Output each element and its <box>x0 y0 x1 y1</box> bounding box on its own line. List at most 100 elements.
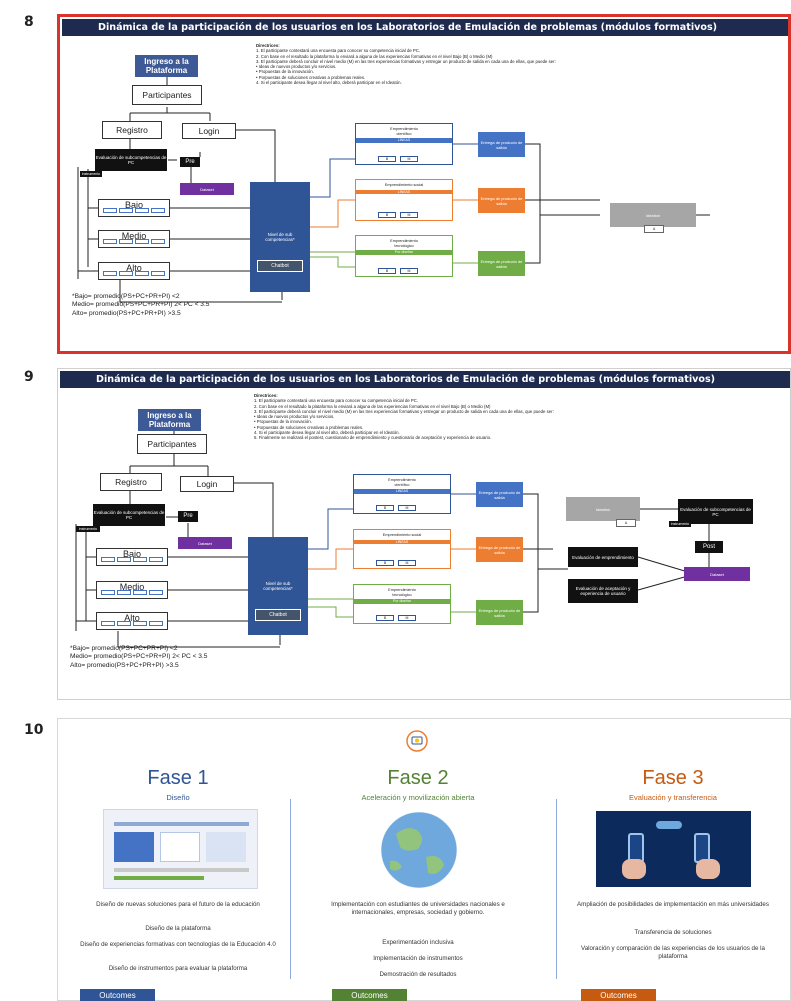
phase-title: Fase 1 <box>147 767 209 789</box>
phase-subtitle: Aceleración y movilización abierta <box>361 793 475 802</box>
ideation-box: Ideation <box>610 203 696 227</box>
mini-b: B <box>376 560 394 566</box>
level-label: Alto <box>126 263 142 273</box>
phase-item: Experimentación inclusiva <box>382 939 454 946</box>
mini-m: M <box>398 505 416 511</box>
nivel-subcompetencias-box: Nivel de sub competencias* <box>250 182 310 292</box>
directrices-title: Directrices: <box>256 43 280 48</box>
directriz: 1. El participante contestará una encues… <box>254 398 419 404</box>
level-bajo: Bajo <box>96 548 168 566</box>
registro-box: Registro <box>100 473 162 491</box>
phase-title: Fase 3 <box>642 767 704 789</box>
slide-number: 8 <box>24 14 34 30</box>
mini-m: M <box>398 615 416 621</box>
ideation-a: A <box>616 519 636 527</box>
directriz: 2. Con base en el resultado la plataform… <box>256 53 493 59</box>
outcomes-button[interactable]: Outcomes <box>332 989 407 1001</box>
directriz: 5. Finalmente se realizará el postest, c… <box>254 435 492 441</box>
slide-title: Dinámica de la participación de los usua… <box>60 371 790 388</box>
slide-9[interactable]: Dinámica de la participación de los usua… <box>57 368 791 700</box>
mini-m: M <box>400 212 418 218</box>
slide-8[interactable]: Dinámica de la participación de los usua… <box>57 14 791 354</box>
lab-band: LINEAS <box>354 489 450 494</box>
dataset-box: Dataset <box>178 537 232 549</box>
phase-item: Implementación de instrumentos <box>373 955 463 962</box>
outcomes-button[interactable]: Outcomes <box>581 989 656 1001</box>
phase-item: Diseño de instrumentos para evaluar la p… <box>108 965 248 972</box>
level-medio: Medio <box>98 230 170 248</box>
post-box: Post <box>695 541 723 553</box>
entrega-box: Entrega de producto de salida <box>476 537 523 562</box>
phase-1: Fase 1 Diseño Diseño de nuevas solucione… <box>58 719 298 1001</box>
level-cells <box>103 239 165 244</box>
lightbulb-cycle-icon <box>406 730 428 752</box>
phase-item: Ampliación de posibilidades de implement… <box>577 901 769 908</box>
level-alto: Alto <box>96 612 168 630</box>
globe-icon <box>380 811 458 889</box>
slide-number: 9 <box>24 369 34 385</box>
ingreso-plataforma-box: Ingreso a la Plataforma <box>138 409 201 431</box>
level-alto: Alto <box>98 262 170 280</box>
dataset-box: Dataset <box>180 183 234 195</box>
mini-b: B <box>378 156 396 162</box>
outcomes-button[interactable]: Outcomes <box>80 989 155 1001</box>
instrumento-tag: instrumento <box>76 526 100 532</box>
directriz: • Porpuestas de soluciones creativas a p… <box>254 424 364 430</box>
formula-block: *Bajo= promedio(PS+PC+PR+PI) <2 Medio= p… <box>70 645 207 670</box>
pre-box: Pre <box>180 157 200 167</box>
lab-band: LÍNEAS <box>354 539 450 544</box>
entrega-box: Entrega de producto de salida <box>476 600 523 625</box>
directriz: 4. Si el participante desea llegar al ni… <box>256 80 402 86</box>
mini-b: B <box>376 615 394 621</box>
nivel-label: Nivel de sub competencias* <box>263 580 293 592</box>
level-cells <box>101 557 163 562</box>
level-cells <box>103 208 165 213</box>
level-label: Bajo <box>122 549 141 559</box>
directriz: • Ideas de nuevos productos y/o servicio… <box>254 414 335 420</box>
phase-item: Implementación con estudiantes de univer… <box>331 901 505 916</box>
lab-name: Emprendimiento científico <box>388 478 416 487</box>
login-box: Login <box>180 476 234 492</box>
entrega-box: Entrega de producto de salida <box>478 251 525 276</box>
level-cells <box>101 621 163 626</box>
formula-line: Medio= promedio(PS+PC+PR+PI) 2< PC < 3.5 <box>70 653 208 661</box>
lab-band: LÍNEAS <box>356 189 452 194</box>
phase-item: Diseño de nuevas soluciones para el futu… <box>96 901 260 908</box>
phase-divider <box>290 799 291 979</box>
entrega-box: Entrega de producto de salida <box>478 188 525 213</box>
instrumento-tag: instrumento <box>80 171 102 177</box>
lab-cientifico: Emprendimiento científico LINEAS <box>355 123 453 165</box>
slide-10[interactable]: Fase 1 Diseño Diseño de nuevas solucione… <box>57 718 791 1001</box>
formula-line: *Bajo= promedio(PS+PC+PR+PI) <2 <box>72 293 180 300</box>
phase-item: Transferencia de soluciones <box>634 929 712 936</box>
mini-m: M <box>398 560 416 566</box>
evaluacion-pc-box: Evaluación de subcompetencias de PC <box>93 504 165 526</box>
level-label: Medio <box>119 582 145 592</box>
phase-title: Fase 2 <box>387 767 449 789</box>
lab-band: LINEAS <box>356 138 452 143</box>
formula-line: Medio= promedio(PS+PC+PR+PI) 2< PC < 3.5 <box>72 301 210 309</box>
slide-title: Dinámica de la participación de los usua… <box>62 19 788 36</box>
phase-2: Fase 2 Aceleración y movilización abiert… <box>298 719 538 1001</box>
directriz: • Ideas de nuevos productos y/o servicio… <box>256 64 337 70</box>
directriz: • Propuestas de la innovación. <box>254 419 312 425</box>
platform-screenshot-image <box>103 809 258 889</box>
eval-aceptacion-box: Evaluación de aceptación y experiencia d… <box>568 579 638 603</box>
directriz: 3. El participante deberá concluir el ni… <box>256 58 556 64</box>
level-label: Medio <box>121 231 147 241</box>
lab-name: Emprendimiento tecnológico <box>388 588 416 597</box>
evaluacion-pc-box: Evaluación de subcompetencias de PC <box>95 149 167 171</box>
ideation-a: A <box>644 225 664 233</box>
login-box: Login <box>182 123 236 139</box>
directriz: 4. Si el participante desea llegar al ni… <box>254 430 400 436</box>
phones-transfer-image <box>596 811 751 887</box>
mini-b: B <box>378 212 396 218</box>
level-bajo: Bajo <box>98 199 170 217</box>
formula-block: *Bajo= promedio(PS+PC+PR+PI) <2 Medio= p… <box>72 293 209 318</box>
level-cells <box>101 590 163 595</box>
formula-line: Alto= promedio(PS+PC+PR+PI) >3.5 <box>70 661 179 669</box>
ideation-box: Ideation <box>566 497 640 521</box>
directriz: • Propuestas de la innovación. <box>256 69 314 75</box>
directriz: 1. El participante contestará una encues… <box>256 48 421 54</box>
instrumento-tag: instrumento <box>669 521 691 527</box>
